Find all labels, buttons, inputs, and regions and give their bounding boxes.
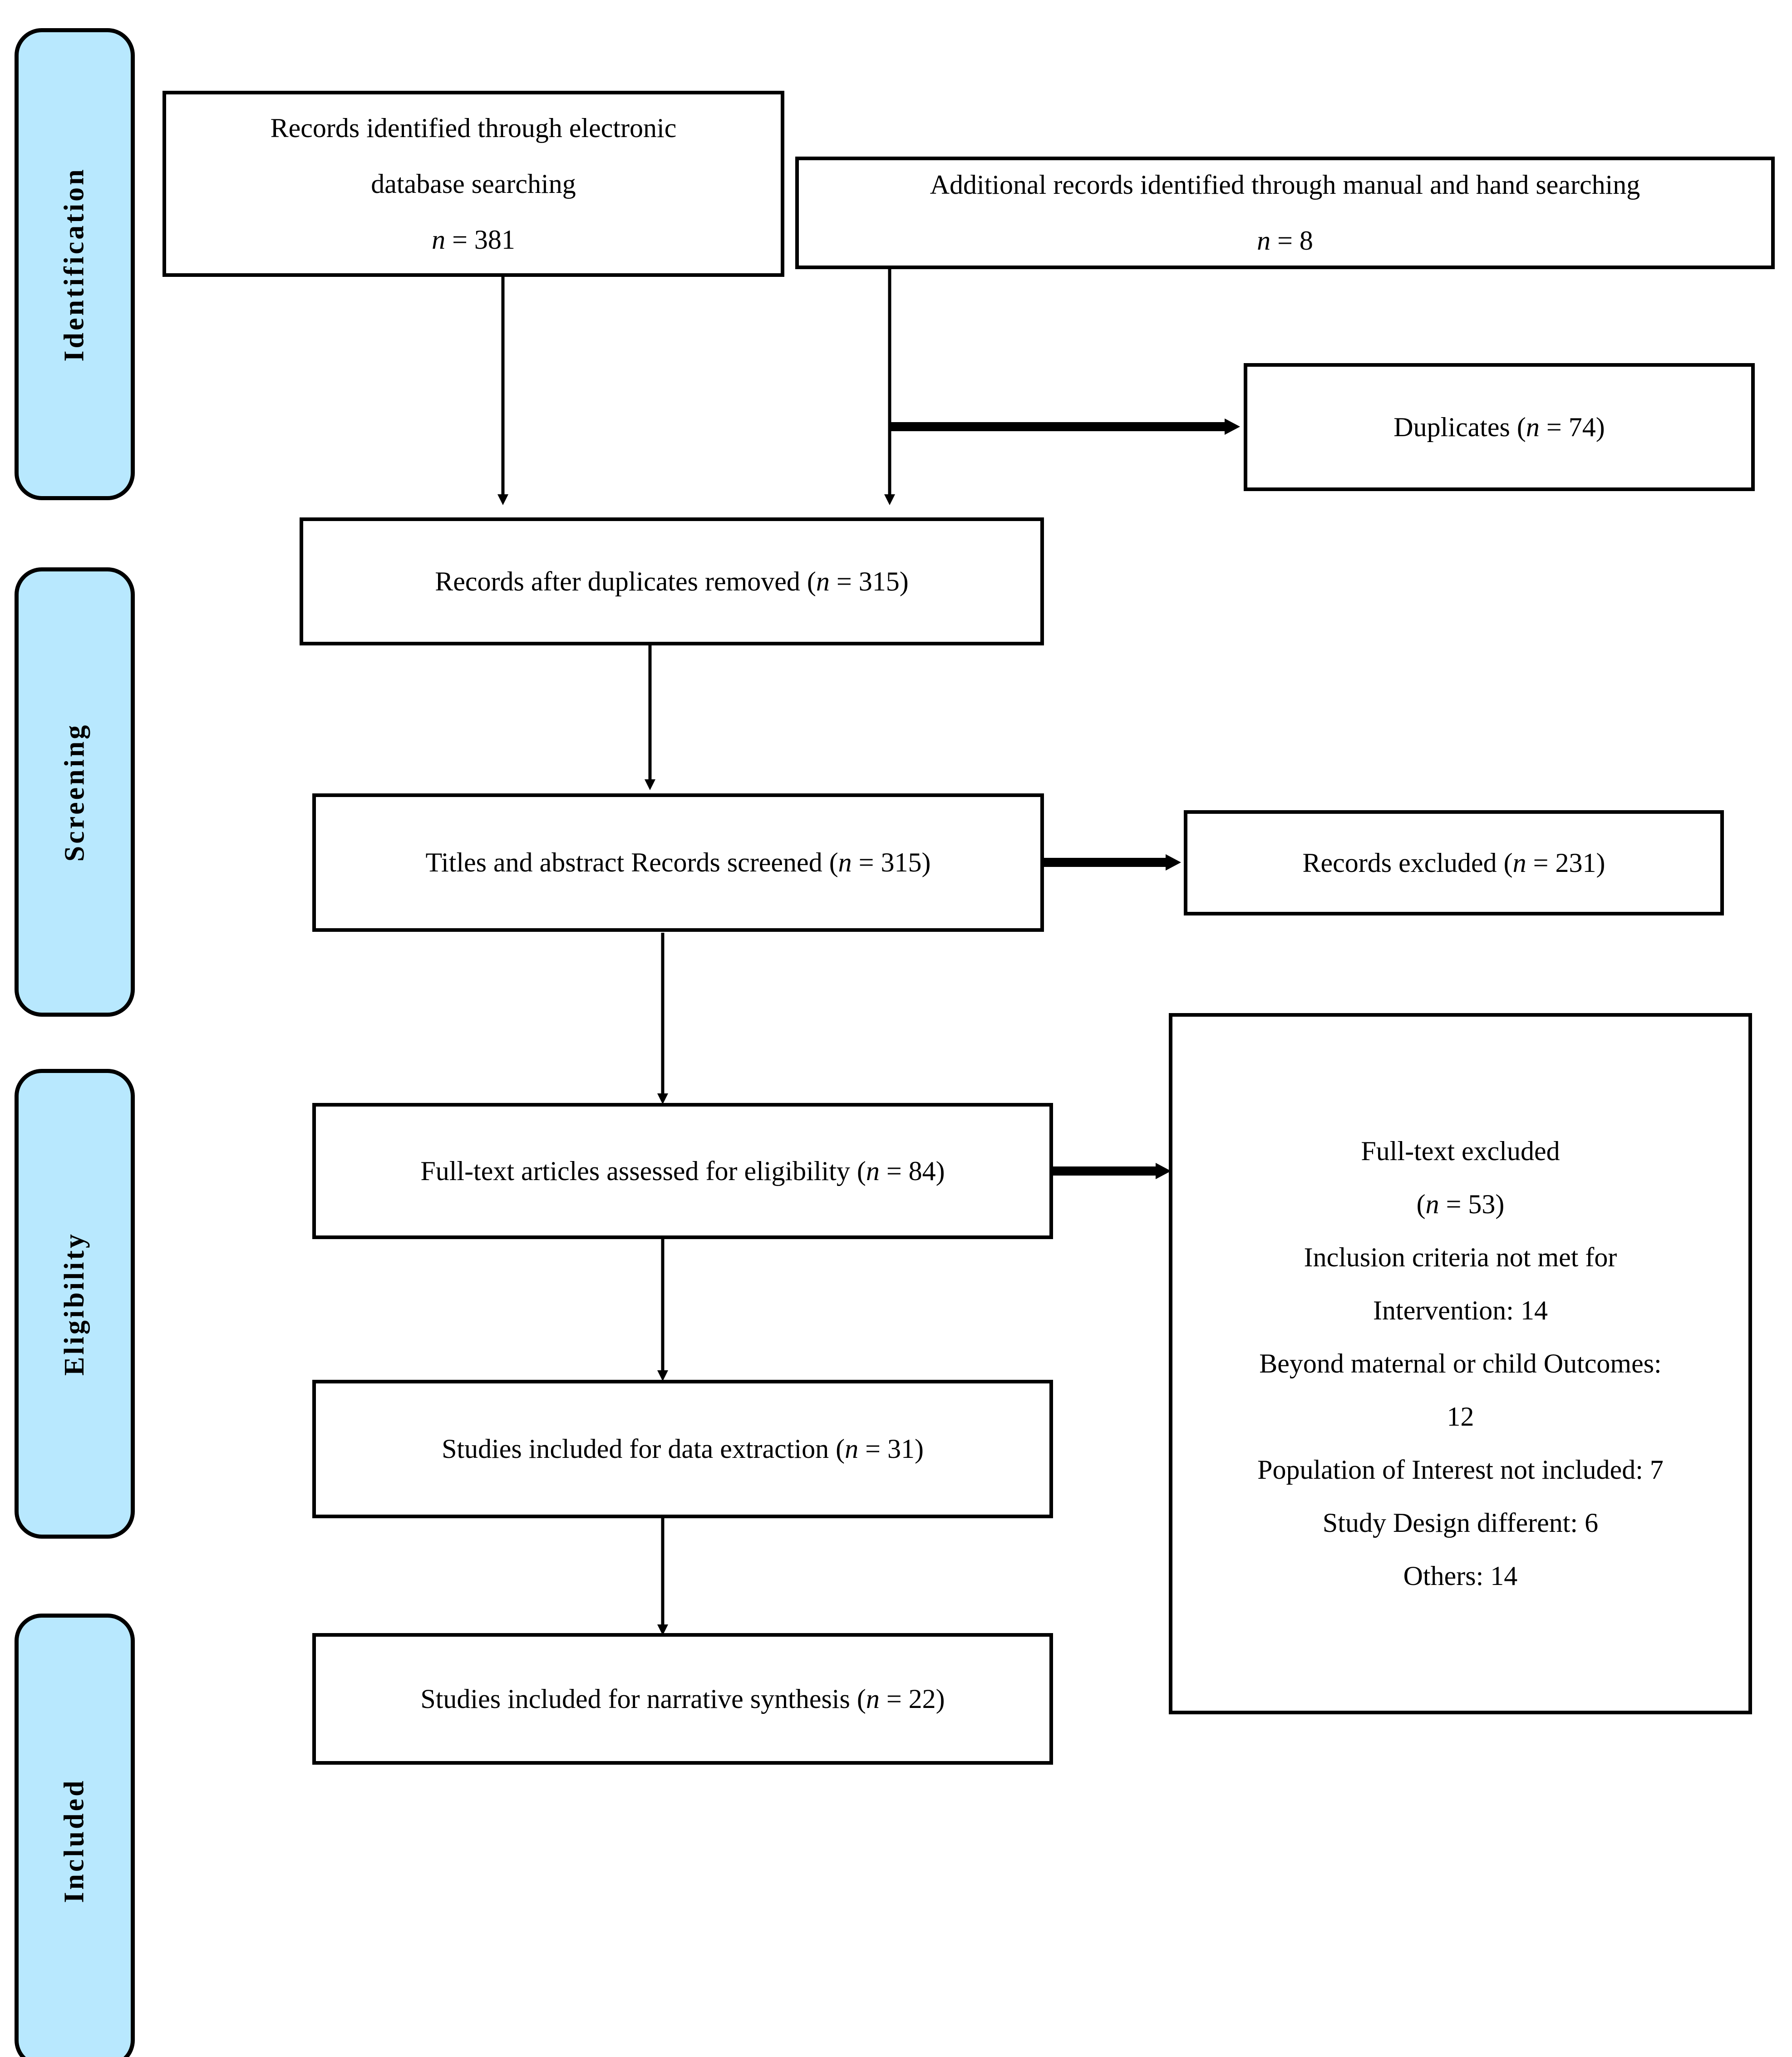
stage-pill-identification: Identification: [15, 28, 135, 500]
box-records-after-duplicates-removed: Records after duplicates removed (n = 31…: [300, 517, 1044, 645]
box-records-excluded: Records excluded (n = 231): [1184, 810, 1724, 915]
electronic-search-line-2: database searching: [371, 168, 576, 199]
records-excluded-text: Records excluded (n = 231): [1302, 847, 1605, 878]
duplicates-text: Duplicates (n = 74): [1393, 412, 1605, 442]
stage-label-screening: Screening: [59, 723, 90, 861]
electronic-search-line-1: Records identified through electronic: [270, 113, 677, 143]
narrative-synthesis-text: Studies included for narrative synthesis…: [420, 1683, 945, 1714]
full-text-excluded-reason-2-value: 12: [1447, 1402, 1474, 1432]
full-text-excluded-count: (n = 53): [1416, 1189, 1505, 1219]
full-text-excluded-reason-5: Others: 14: [1403, 1561, 1518, 1591]
full-text-excluded-reason-3: Population of Interest not included: 7: [1257, 1455, 1664, 1485]
screened-text: Titles and abstract Records screened (n …: [425, 847, 931, 877]
electronic-search-count: n = 381: [432, 224, 515, 255]
box-full-text-excluded: Full-text excluded (n = 53) Inclusion cr…: [1169, 1013, 1752, 1714]
full-text-excluded-reason-4: Study Design different: 6: [1322, 1508, 1599, 1538]
stage-label-identification: Identification: [59, 167, 90, 362]
stage-pill-included: Included: [15, 1614, 135, 2057]
box-titles-abstracts-screened: Titles and abstract Records screened (n …: [312, 793, 1044, 932]
full-text-excluded-title: Full-text excluded: [1361, 1136, 1560, 1166]
full-text-excluded-reason-2: Beyond maternal or child Outcomes:: [1259, 1348, 1662, 1378]
box-studies-data-extraction: Studies included for data extraction (n …: [312, 1380, 1053, 1518]
stage-label-eligibility: Eligibility: [59, 1232, 90, 1376]
manual-search-count: n = 8: [1257, 226, 1313, 256]
manual-search-line-1: Additional records identified through ma…: [930, 170, 1640, 200]
box-duplicates: Duplicates (n = 74): [1244, 363, 1755, 491]
stage-label-included: Included: [59, 1778, 90, 1903]
box-additional-records-manual: Additional records identified through ma…: [795, 157, 1775, 269]
box-studies-narrative-synthesis: Studies included for narrative synthesis…: [312, 1633, 1053, 1765]
after-duplicates-text: Records after duplicates removed (n = 31…: [435, 566, 909, 596]
full-text-excluded-reasons-header: Inclusion criteria not met for: [1304, 1242, 1617, 1272]
stage-pill-eligibility: Eligibility: [15, 1069, 135, 1539]
box-full-text-assessed: Full-text articles assessed for eligibil…: [312, 1103, 1053, 1239]
full-text-excluded-reason-1: Intervention: 14: [1373, 1295, 1548, 1325]
full-text-assessed-text: Full-text articles assessed for eligibil…: [420, 1156, 945, 1186]
stage-pill-screening: Screening: [15, 567, 135, 1017]
box-records-identified-electronic: Records identified through electronic da…: [162, 91, 784, 277]
data-extraction-text: Studies included for data extraction (n …: [442, 1434, 924, 1464]
